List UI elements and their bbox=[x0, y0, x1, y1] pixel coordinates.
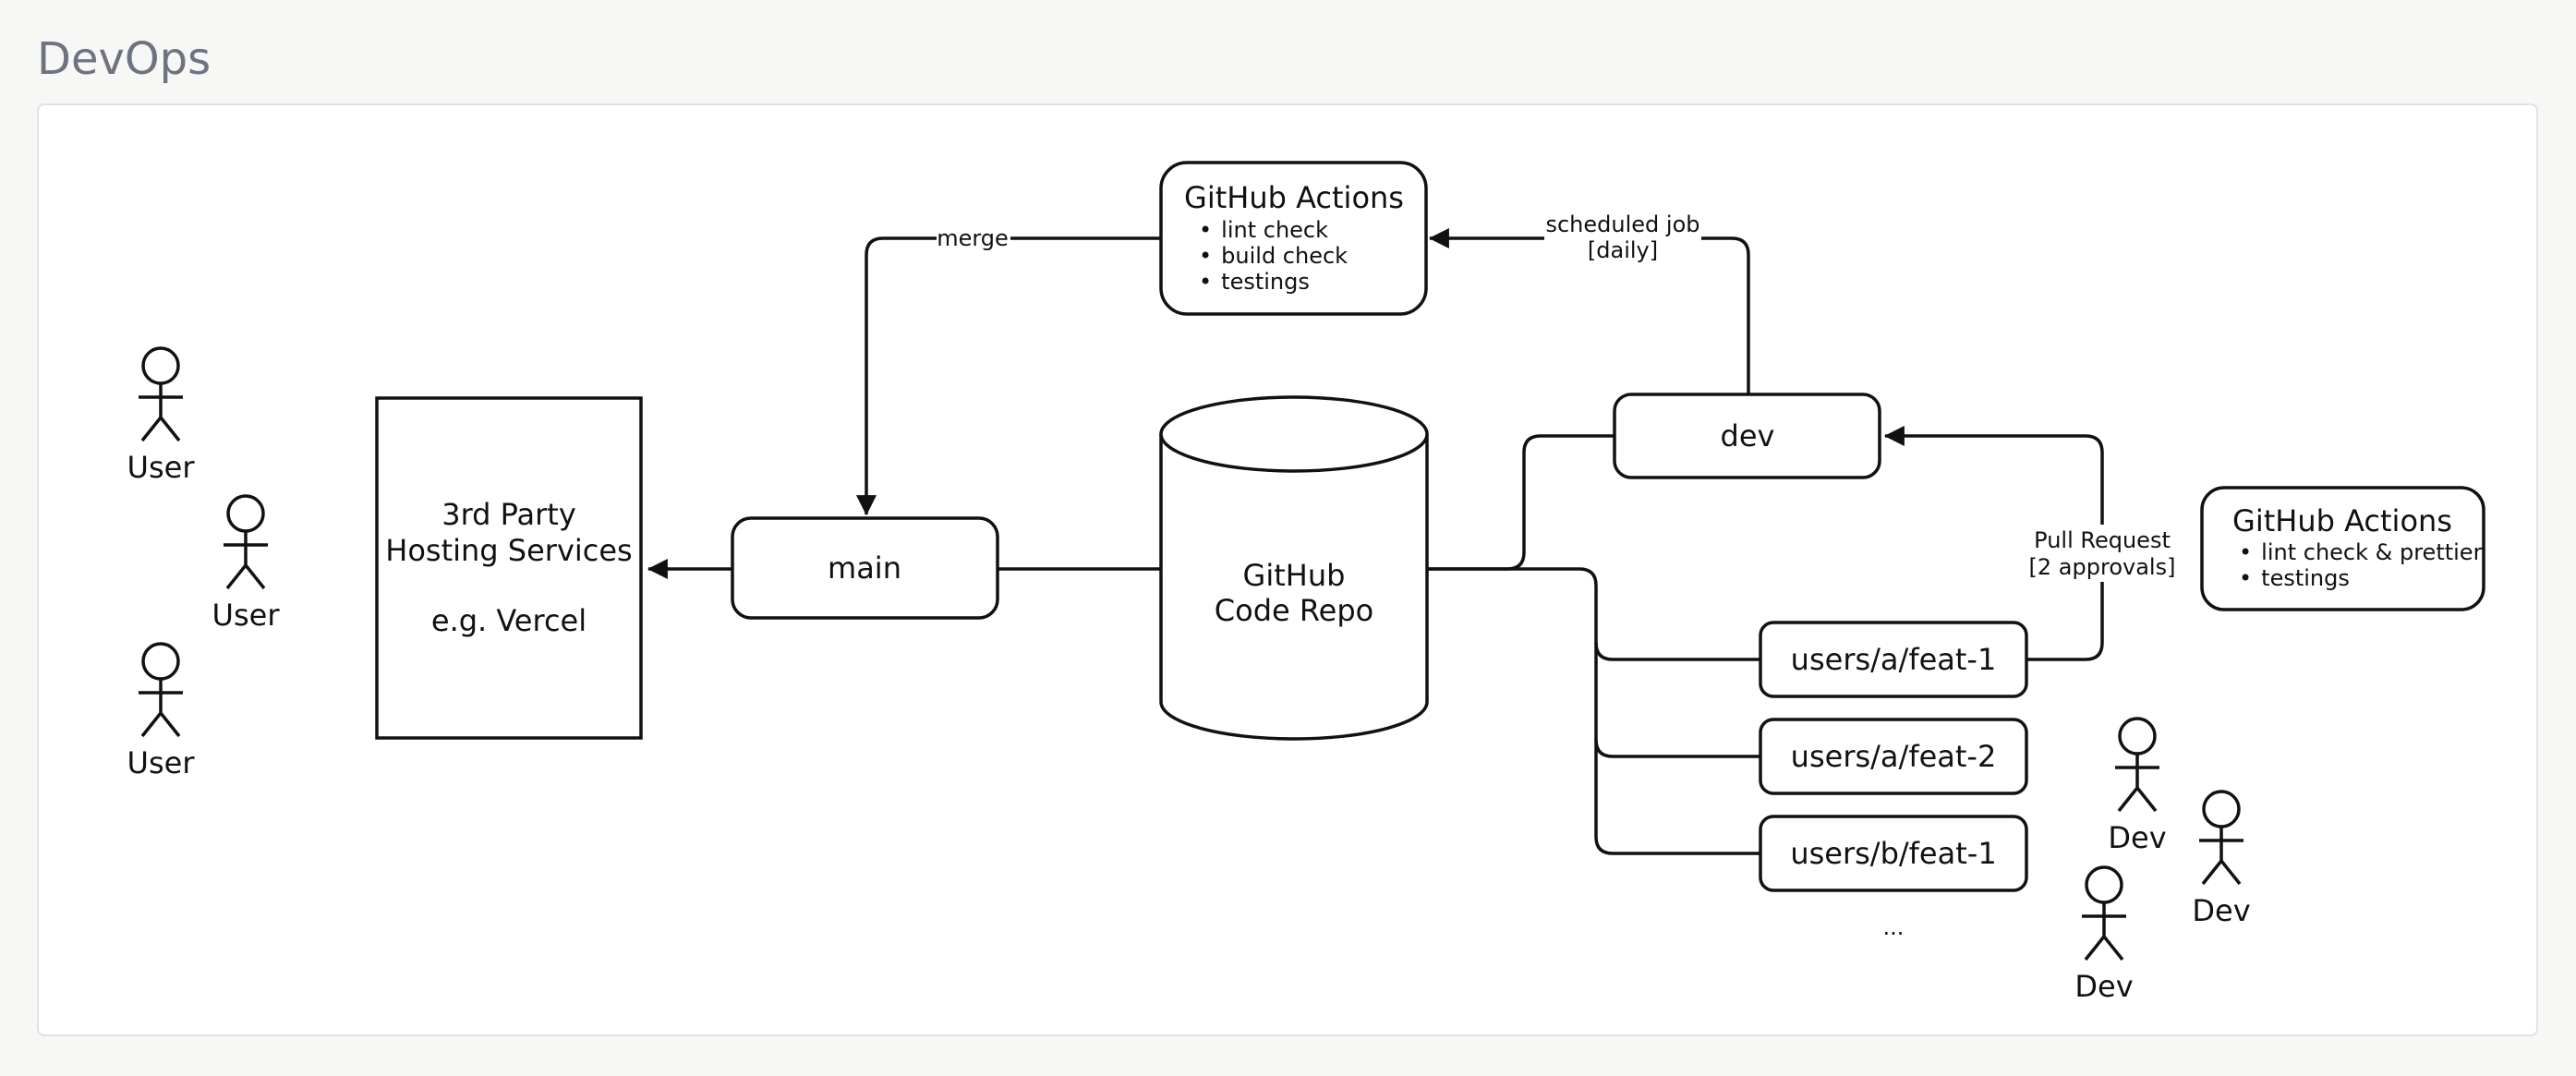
edge-feat-a2 bbox=[1594, 739, 1760, 758]
actor-user-2-label: User bbox=[212, 598, 281, 633]
edge-repo-dev bbox=[1427, 434, 1615, 571]
actions-main-bullet-1: •lint check bbox=[1199, 217, 1328, 243]
edge-feat-a1 bbox=[1594, 642, 1760, 661]
actions-main-title: GitHub Actions bbox=[1184, 180, 1404, 215]
edge-label-scheduled-job: scheduled job bbox=[1545, 212, 1699, 237]
actor-user-3-label: User bbox=[127, 745, 196, 780]
actor-dev-2-label: Dev bbox=[2192, 893, 2250, 928]
actions-main-bullet-3: •testings bbox=[1199, 269, 1310, 295]
dev-label: dev bbox=[1721, 418, 1775, 453]
edge-scheduled-job bbox=[1428, 228, 1750, 393]
edge-label-merge: merge bbox=[937, 225, 1009, 251]
node-feat-a1[interactable]: users/a/feat-1 bbox=[1759, 621, 2028, 698]
actor-dev-3-label: Dev bbox=[2074, 969, 2133, 1004]
feat-b1-label: users/b/feat-1 bbox=[1790, 836, 1996, 871]
node-feat-a2[interactable]: users/a/feat-2 bbox=[1759, 718, 2028, 795]
node-dev[interactable]: dev bbox=[1613, 393, 1881, 479]
edge-label-scheduled-daily: [daily] bbox=[1588, 237, 1658, 263]
edge-label-approvals: [2 approvals] bbox=[2029, 554, 2176, 580]
actions-pr-bullet-1: •lint check & prettier bbox=[2239, 539, 2483, 565]
actor-user-2[interactable]: User bbox=[212, 494, 281, 633]
actor-user-3[interactable]: User bbox=[127, 642, 196, 780]
hosting-label-2: Hosting Services bbox=[385, 533, 632, 568]
actor-dev-1[interactable]: Dev bbox=[2108, 717, 2167, 855]
edge-repo-features bbox=[1427, 567, 1760, 855]
feat-a2-label: users/a/feat-2 bbox=[1791, 739, 1997, 774]
actions-pr-title: GitHub Actions bbox=[2232, 503, 2452, 538]
actor-dev-2[interactable]: Dev bbox=[2192, 790, 2251, 928]
node-feat-b1[interactable]: users/b/feat-1 bbox=[1759, 815, 2028, 892]
actor-user-1-label: User bbox=[127, 450, 196, 485]
edge-label-pull-request: Pull Request bbox=[2034, 527, 2171, 553]
feat-a1-label: users/a/feat-1 bbox=[1791, 642, 1997, 677]
more-branches-ellipsis: ... bbox=[1883, 914, 1905, 940]
hosting-label-1: 3rd Party bbox=[441, 497, 576, 532]
actor-user-1[interactable]: User bbox=[127, 346, 196, 485]
hosting-label-3: e.g. Vercel bbox=[431, 603, 587, 638]
actor-dev-3[interactable]: Dev bbox=[2074, 865, 2134, 1004]
main-label: main bbox=[828, 550, 901, 586]
node-actions-main[interactable]: GitHub Actions •lint check •build check … bbox=[1159, 161, 1428, 316]
actor-dev-1-label: Dev bbox=[2108, 820, 2166, 855]
actions-main-bullet-2: •build check bbox=[1199, 243, 1348, 269]
repo-label-1: GitHub bbox=[1243, 558, 1346, 593]
node-main[interactable]: main bbox=[731, 516, 999, 620]
node-repo-cylinder[interactable]: GitHub Code Repo bbox=[1159, 395, 1429, 741]
page-title: DevOps bbox=[37, 33, 212, 85]
repo-label-2: Code Repo bbox=[1215, 593, 1373, 628]
edge-merge bbox=[856, 236, 1161, 516]
node-actions-pr[interactable]: GitHub Actions •lint check & prettier •t… bbox=[2200, 486, 2485, 611]
actions-pr-bullet-2: •testings bbox=[2239, 565, 2350, 591]
node-hosting[interactable]: 3rd Party Hosting Services e.g. Vercel bbox=[375, 396, 643, 740]
